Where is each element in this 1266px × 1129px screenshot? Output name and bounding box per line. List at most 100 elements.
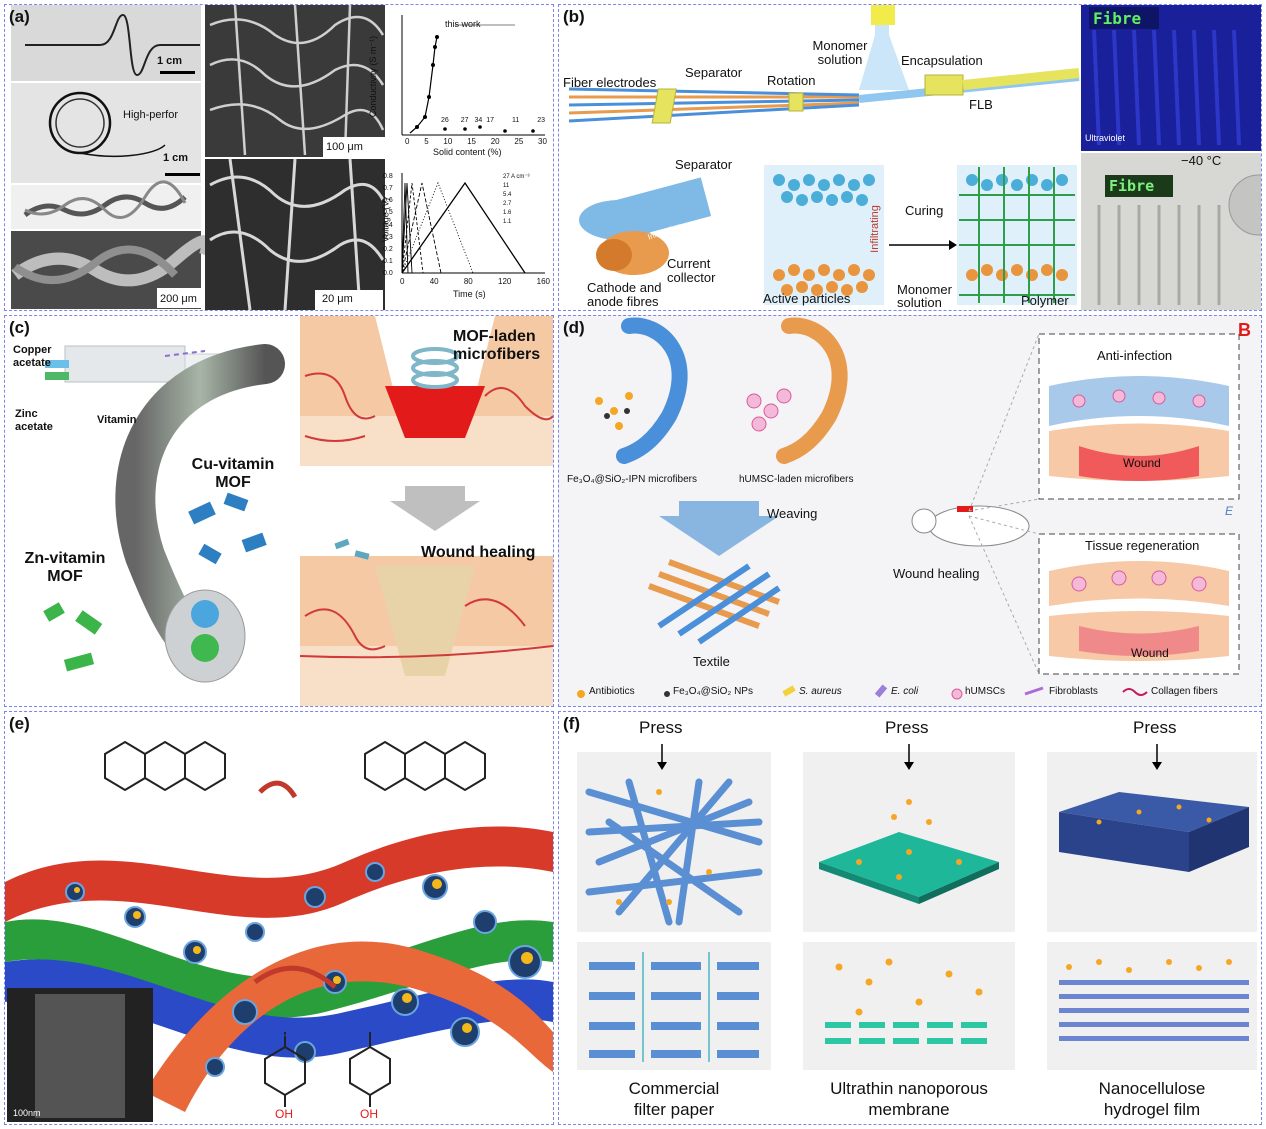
scale-20um: 20 μm [322,293,353,305]
ultraviolet-label: Ultraviolet [1085,133,1126,143]
xtick: 30 [538,137,547,146]
caption-hydrogel: Nanocellulose hydrogel film [1045,1078,1259,1120]
caption-line: filter paper [633,1100,715,1119]
no2-label: NO₂ [269,1024,294,1039]
ytick: 0.3 [383,233,393,241]
legend-s-aureus: S. aureus [799,686,842,697]
weaving-label: Weaving [767,506,818,521]
monomer-legend-label: Monomer solution [897,282,952,310]
monomer-solution-label: Monomer solution [812,38,868,67]
legend-collagen: Collagen fibers [1151,686,1218,697]
panel-d-label: (d) [563,318,585,337]
voltage-xlabel: Time (s) [453,289,486,299]
curing-label: Curing [905,203,944,218]
voltage-legend: 27 A cm⁻³ 11 5.4 2.7 1.6 1.1 [503,173,530,227]
legend-entry: 27 A cm⁻³ [503,174,530,180]
panel-d-figure [577,317,1240,700]
panel-a: (a) [4,4,554,311]
e-field-label: E [1225,504,1234,518]
legend-fibroblasts: Fibroblasts [1049,686,1098,697]
conductivity-ylabel: Conductivity (S m⁻¹) [368,35,379,118]
caption-line: Nanocellulose [1098,1079,1206,1098]
wound-top-label: Wound [1123,456,1161,470]
oh-right-label: OH [360,1107,378,1121]
tissue-regeneration-label: Tissue regeneration [1085,538,1200,553]
point-labels: 26 27 34 17 11 23 [441,117,545,124]
legend-e-coli: E. coli [891,686,919,697]
zn-vitamin-label: Zn-vitamin MOF [24,550,106,585]
active-particles-label: Active particles [763,291,851,306]
wound-healing-label: Wound healing [421,544,536,561]
xtick: 15 [467,137,476,146]
ytick: 0.1 [383,257,393,265]
fe3o4-fibers-label: Fe₃O₄@SiO₂-IPN microfibers [567,474,697,485]
ytick: 0.2 [383,245,393,253]
panel-a-label: (a) [9,7,30,26]
xtick: 20 [490,137,500,146]
panel-b-figure [568,5,1261,310]
voltage-xticks: 0 40 80 120 160 [400,277,550,286]
ytick: 0.5 [383,209,393,217]
high-perfor-text: High-perfor [123,109,179,121]
scale-100um: 100 μm [326,141,363,153]
caption-filter-paper: Commercial filter paper [575,1078,773,1120]
conductivity-annotation: this work [445,19,481,29]
panel-a-figure [11,5,545,310]
fiber-electrodes-label: Fiber electrodes [563,75,657,90]
caption-nanoporous: Ultrathin nanoporous membrane [801,1078,1017,1120]
separator-bottom-label: Separator [675,157,733,172]
conductivity-xticks: 0 5 10 15 20 25 30 [405,137,547,146]
legend-entry: 1.6 [503,210,512,216]
legend-nps: Fe₃O₄@SiO₂ NPs [673,686,753,697]
scale-1cm-top: 1 cm [157,55,183,67]
corner-b-label: B [1238,320,1251,340]
xtick: 0 [405,137,410,146]
xtick: 5 [424,137,429,146]
point-label: 26 [441,117,449,124]
panel-f-figure [577,744,1257,1070]
ytick: 0.7 [383,185,393,193]
ytick: 0.8 [383,173,393,180]
caption-line: membrane [868,1100,950,1119]
caption-line: Commercial [628,1079,720,1098]
flb-label: FLB [969,97,993,112]
wound-healing-d-label: Wound healing [893,566,980,581]
scale-200um: 200 μm [160,293,197,305]
caption-line: Ultrathin nanoporous [830,1079,988,1098]
press-label-3: Press [1133,718,1177,737]
panel-e-figure [5,740,553,1122]
scale-1cm-mid: 1 cm [163,152,189,164]
zinc-acetate-label: Zinc acetate [15,408,53,433]
caption-line: hydrogel film [1103,1100,1201,1119]
legend-entry: 2.7 [503,201,512,207]
panel-f-label: (f) [563,714,580,733]
press-label-1: Press [639,718,683,737]
polymer-label: Polymer [1021,293,1069,308]
infiltrating-label: Infiltrating [868,205,881,253]
xtick: 0 [400,277,405,286]
panel-c-label: (c) [9,318,30,337]
wound-bottom-label: Wound [1131,646,1169,660]
xtick: 120 [498,277,512,286]
ytick: 0.0 [383,270,393,277]
voltage-yticks: 0.0 0.1 0.2 0.3 0.4 0.5 0.6 0.7 0.8 [383,173,393,277]
legend-entry: 1.1 [503,219,512,225]
separator-top-label: Separator [685,65,743,80]
panel-e: (e) NO₂ NH₂ [4,711,554,1125]
xtick: 25 [514,137,524,146]
ytick: 0.6 [383,197,393,205]
panel-c-figure [43,316,553,706]
nh2-label: NH₂ [355,1024,379,1039]
encapsulation-label: Encapsulation [901,53,983,68]
rotation-label: Rotation [767,73,816,88]
oh-left-label: OH [275,1107,293,1121]
xtick: 160 [536,277,550,286]
legend-entry: 11 [503,183,510,189]
panel-d: (d) B Fe₃O₄@SiO₂-IPN micr [558,315,1262,707]
anti-infection-label: Anti-infection [1097,348,1173,363]
point-label: 11 [512,117,520,124]
tem-scale-label: 100nm [13,1108,41,1118]
panel-e-label: (e) [9,714,30,733]
humsc-fibers-label: hUMSC-laden microfibers [739,474,854,485]
copper-acetate-label: Copper acetate [13,344,52,369]
